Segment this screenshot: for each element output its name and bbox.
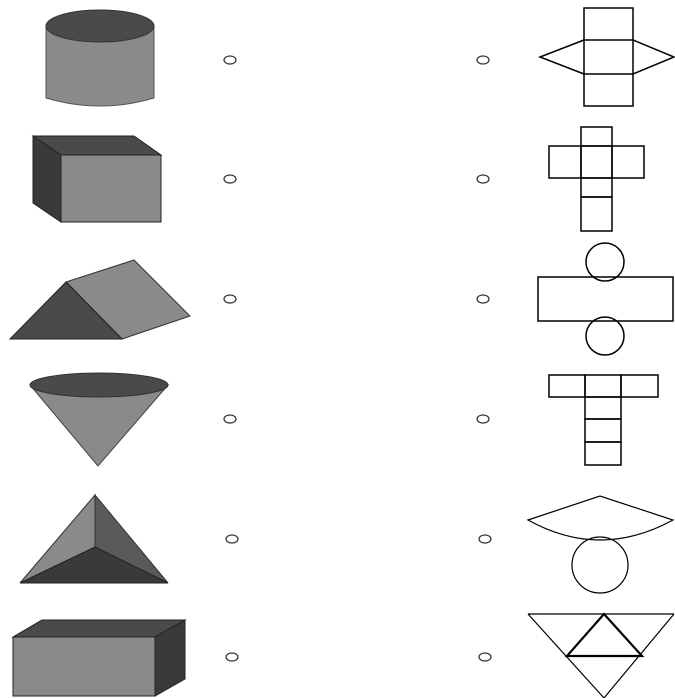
- match-dot-right-4[interactable]: [476, 414, 490, 424]
- cylinder-net-with-flaps: [537, 7, 675, 107]
- rectangular-prism-solid: [11, 619, 187, 697]
- cube-net-cross: [548, 126, 645, 232]
- match-dot-right-6[interactable]: [478, 652, 492, 662]
- match-dot-left-6[interactable]: [225, 652, 239, 662]
- match-dot-right-2[interactable]: [476, 174, 490, 184]
- match-dot-left-5[interactable]: [225, 534, 239, 544]
- triangle-net-inner-face: [564, 612, 645, 658]
- match-dot-left-3[interactable]: [223, 294, 237, 304]
- cylinder-solid: [45, 9, 155, 107]
- match-dot-left-4[interactable]: [223, 414, 237, 424]
- match-dot-right-5[interactable]: [478, 534, 492, 544]
- t-shaped-square-net: [548, 374, 659, 466]
- sector-with-circle-net: [526, 495, 675, 594]
- match-dot-right-3[interactable]: [476, 294, 490, 304]
- cone-solid: [28, 372, 170, 467]
- cube-solid: [31, 135, 163, 223]
- triangular-prism-solid: [8, 259, 191, 340]
- match-dot-right-1[interactable]: [476, 55, 490, 65]
- match-dot-left-1[interactable]: [223, 55, 237, 65]
- match-dot-left-2[interactable]: [223, 174, 237, 184]
- triangular-pyramid-solid: [19, 493, 169, 584]
- rectangle-with-two-circles-net: [537, 242, 674, 356]
